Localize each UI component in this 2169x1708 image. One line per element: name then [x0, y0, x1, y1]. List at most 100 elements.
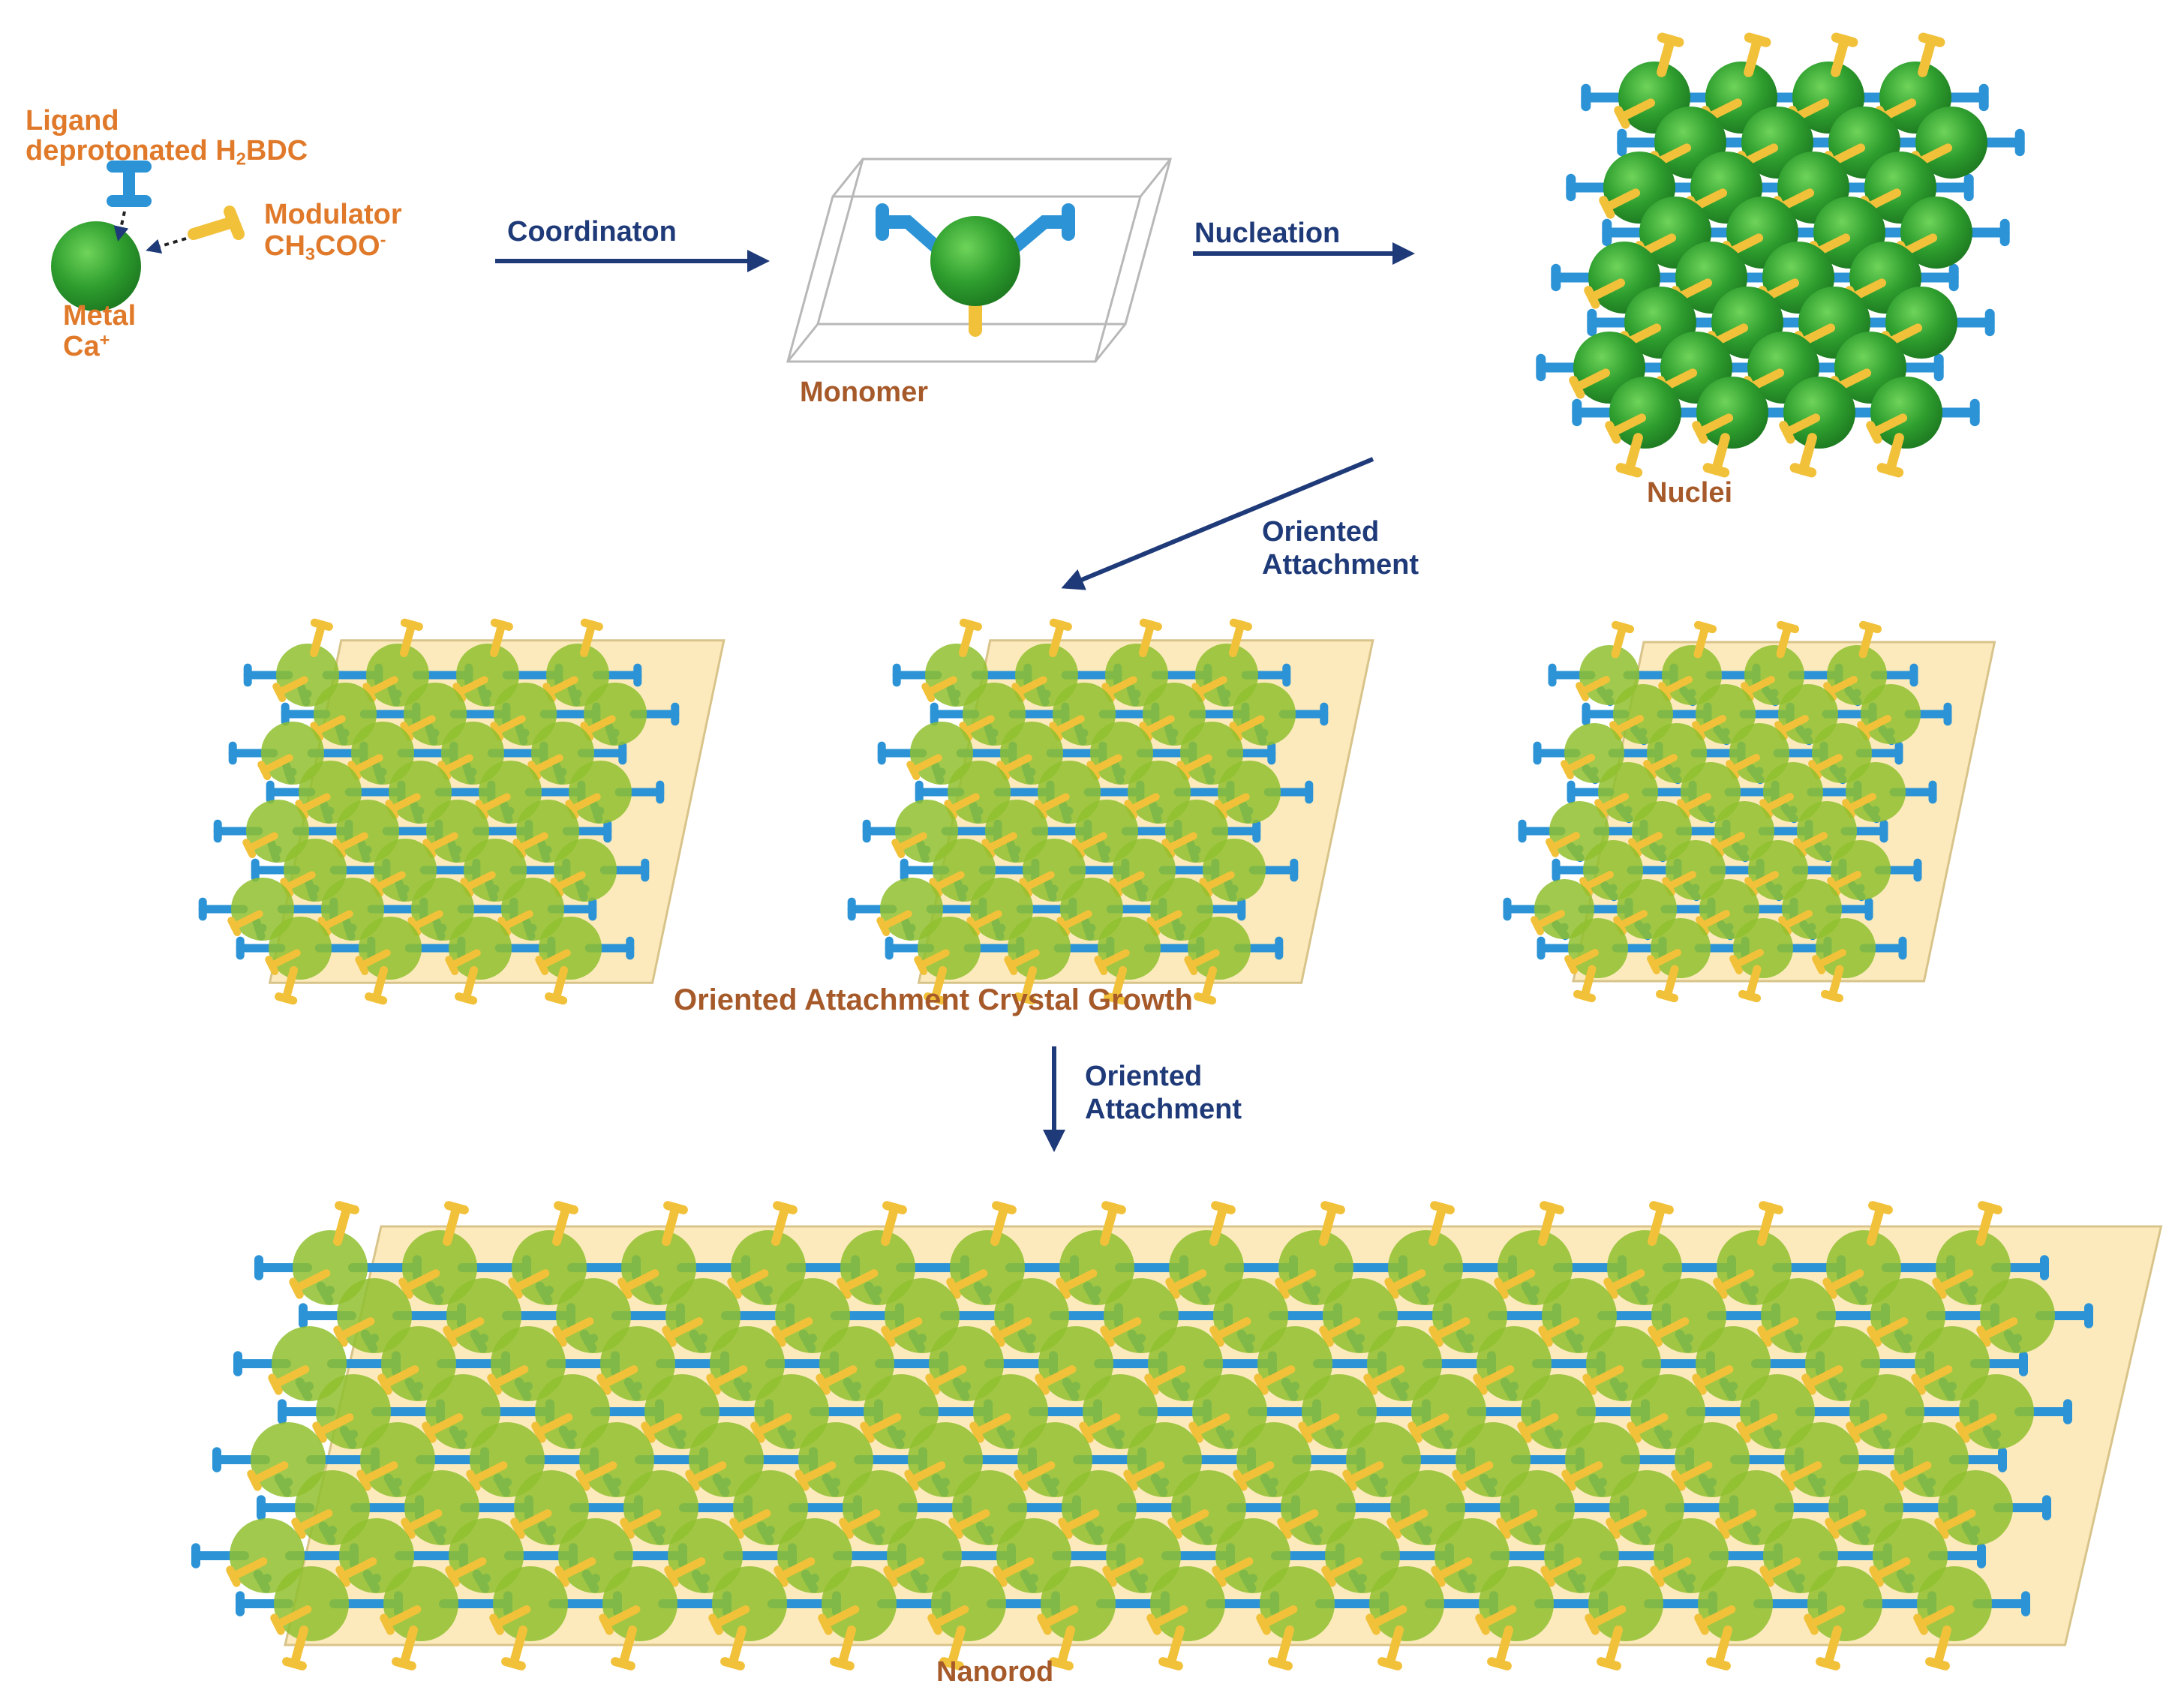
modulator-arm — [1319, 1317, 1361, 1347]
modulator-spike — [275, 965, 299, 1005]
metal-node — [1698, 1566, 1773, 1641]
modulator-arm — [1473, 1365, 1515, 1395]
metal-node — [733, 1470, 808, 1545]
modulator-arm — [400, 715, 436, 742]
modulator-arm — [925, 1365, 967, 1395]
metal-node — [512, 1230, 587, 1305]
metal-node — [321, 878, 384, 941]
metal-node — [1586, 1326, 1661, 1401]
modulator-spike — [1049, 1625, 1075, 1670]
nuclei-lattice — [1536, 32, 2025, 478]
modulator-spike — [1976, 1201, 2002, 1246]
metal-node — [1150, 1566, 1225, 1641]
metal-node — [1609, 1470, 1684, 1545]
metal-node — [449, 1518, 524, 1593]
modulator-arm — [1650, 1557, 1692, 1587]
nanorod-lattice — [191, 1201, 2163, 1670]
ligand-name-label: deprotonated H2BDC — [26, 135, 308, 169]
metal-node — [996, 1518, 1071, 1593]
metal-node — [316, 1374, 391, 1449]
metal-node — [775, 1278, 850, 1353]
metal-node — [843, 1470, 918, 1545]
modulator-spike — [443, 1201, 469, 1246]
metal-node — [1696, 684, 1756, 744]
modulator-arm — [1123, 1461, 1165, 1491]
modulator-arm — [1603, 1269, 1645, 1299]
metal-node — [1060, 878, 1123, 941]
modulator-arm — [443, 1317, 485, 1347]
modulator-arm — [966, 910, 1002, 937]
modulator-arm — [596, 1365, 638, 1395]
modulator-arm — [996, 754, 1032, 781]
metal-node — [908, 1422, 983, 1497]
modulator-spike — [990, 1201, 1017, 1246]
modulator-arm — [575, 1461, 617, 1491]
modulator-spike — [1615, 433, 1643, 478]
metal-node — [731, 1230, 806, 1305]
modulator-spike — [489, 618, 513, 658]
modulator-arm — [332, 832, 368, 859]
metal-node — [1807, 1566, 1882, 1641]
modulator-arm — [914, 949, 950, 976]
modulator-label: Modulator — [264, 199, 402, 230]
modulator-arm — [1812, 949, 1846, 974]
modulator-arm — [1431, 1557, 1473, 1587]
modulator-arm — [1976, 1317, 2018, 1347]
modulator-arm — [1846, 1413, 1888, 1443]
modulator-spike — [1918, 32, 1945, 77]
modulator-arm — [599, 1605, 641, 1635]
metal-node — [1609, 377, 1681, 449]
modulator-arm — [1146, 1605, 1188, 1635]
modulator-arm — [1365, 1605, 1407, 1635]
modulator-arm — [280, 871, 316, 898]
modulator-arm — [398, 1269, 440, 1299]
modulator-arm — [1842, 793, 1876, 818]
metal-node — [1729, 723, 1789, 783]
metal-node — [1127, 1422, 1202, 1497]
metal-node — [1846, 762, 1906, 822]
metal-node — [1083, 1374, 1158, 1449]
modulator-arm — [795, 1461, 837, 1491]
modulator-spike — [1597, 1625, 1623, 1670]
modulator-arm — [510, 1509, 552, 1539]
modulator-arm — [242, 832, 278, 859]
modulator-spike — [1048, 618, 1072, 658]
modulator-spike — [1831, 32, 1858, 77]
modulator-spike — [392, 1625, 418, 1670]
nucleation-label: Nucleation — [1194, 218, 1341, 249]
modulator-arm — [1298, 1413, 1340, 1443]
modulator-spike — [1858, 620, 1882, 659]
modulator-arm — [1804, 1605, 1846, 1635]
modulator-arm — [1778, 910, 1813, 935]
metal-node — [1915, 107, 1987, 179]
metal-node — [1500, 1470, 1575, 1545]
modulator-spike — [1702, 433, 1730, 478]
modulator-spike — [924, 965, 948, 1005]
modulator-arm — [1546, 832, 1580, 857]
modulator-arm — [1496, 1509, 1538, 1539]
modulator-arm — [1694, 1605, 1736, 1635]
metal-node — [1008, 917, 1071, 980]
modulator-arm — [1584, 278, 1626, 309]
modulator-arm — [664, 1557, 706, 1587]
metal-node — [1195, 644, 1258, 707]
modulator-arm — [407, 910, 443, 937]
metal-node — [1778, 684, 1838, 744]
metal-node — [1696, 377, 1768, 449]
monomer-molecule — [876, 203, 1075, 337]
metal-node — [1870, 377, 1942, 449]
metal-label: Metal — [63, 300, 137, 332]
modulator-spike — [1573, 965, 1597, 1003]
metal-node — [1143, 683, 1206, 746]
metal-node — [1113, 839, 1176, 902]
metal-node — [1651, 1278, 1726, 1353]
modulator-arm — [1214, 793, 1250, 820]
modulator-spike — [1867, 1201, 1893, 1246]
metal-node — [1128, 761, 1191, 824]
modulator-arm — [1913, 1605, 1955, 1635]
modulator-arm — [333, 1317, 375, 1347]
modulator-arm — [1955, 1413, 1997, 1443]
modulator-arm — [1576, 676, 1610, 701]
